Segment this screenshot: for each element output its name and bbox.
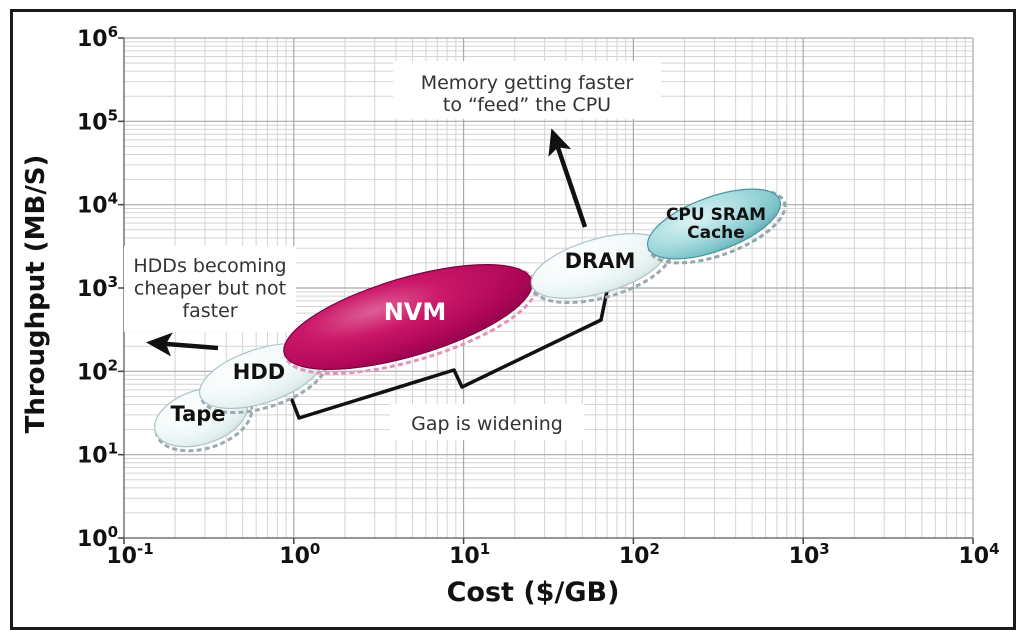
x-tick-label-1: 101 [449, 540, 490, 569]
exponent: 3 [108, 273, 118, 291]
annotation-text-hdd-note: faster [182, 300, 237, 322]
ellipse-label-cpu-sram-cache: Cache [687, 223, 745, 243]
annotation-text-hdd-note: HDDs becoming [133, 255, 286, 277]
y-tick-label-2: 102 [77, 356, 118, 385]
y-tick-label-3: 103 [77, 273, 118, 302]
annotation-text-hdd-note: cheaper but not [134, 278, 286, 300]
exponent: 2 [108, 356, 118, 374]
cheaper-hdd-arrow [146, 332, 219, 357]
annotation-box-memory-note [393, 61, 661, 119]
x-tick-label-4: 104 [958, 540, 999, 569]
exponent: 4 [989, 540, 999, 558]
y-tick-label-0: 100 [77, 523, 118, 552]
x-tick-label-3: 103 [789, 540, 830, 569]
exponent: 0 [108, 523, 118, 541]
y-tick-label-4: 104 [77, 190, 118, 219]
annotation-box-hdd-note [124, 246, 296, 332]
exponent: 6 [108, 23, 118, 41]
brace-layer [290, 289, 609, 420]
y-tick-label-1: 101 [77, 440, 118, 469]
ellipse-label-tape: Tape [170, 402, 225, 426]
ellipse-label-cpu-sram-cache: CPU SRAM [666, 205, 766, 225]
exponent: 5 [108, 106, 118, 124]
x-tick-label--1: 10-1 [106, 540, 153, 569]
y-axis-title: Throughput (MB/S) [21, 155, 51, 434]
ellipse-label-hdd: HDD [233, 360, 285, 384]
arrow-layer [146, 128, 588, 357]
exponent: 3 [819, 540, 829, 558]
ellipse-label-nvm: NVM [384, 298, 447, 326]
exponent: 4 [108, 190, 118, 208]
ellipse-group-cpu-sram-cache [646, 188, 787, 265]
exponent: 1 [480, 540, 490, 558]
exponent: 0 [310, 540, 320, 558]
annotation-text-gap-note: Gap is widening [411, 413, 563, 435]
exponent: -1 [137, 540, 154, 558]
ellipse-layer [153, 188, 787, 453]
x-tick-label-0: 100 [279, 540, 320, 569]
x-axis-title: Cost ($/GB) [447, 577, 620, 608]
x-tick-label-2: 102 [619, 540, 660, 569]
y-tick-label-6: 106 [77, 23, 118, 52]
exponent: 2 [649, 540, 659, 558]
slide-border [10, 9, 1016, 630]
y-tick-label-5: 105 [77, 106, 118, 135]
annotation-text-memory-note: Memory getting faster [421, 72, 634, 94]
ellipse-label-dram: DRAM [565, 249, 636, 273]
gap-brace [290, 289, 609, 420]
annotation-box-gap-note [390, 404, 584, 440]
faster-memory-arrow [548, 128, 588, 228]
ellipse-cpu-sram-cache [646, 188, 782, 260]
annotation-text-memory-note: to “feed” the CPU [443, 94, 611, 116]
exponent: 1 [108, 440, 118, 458]
